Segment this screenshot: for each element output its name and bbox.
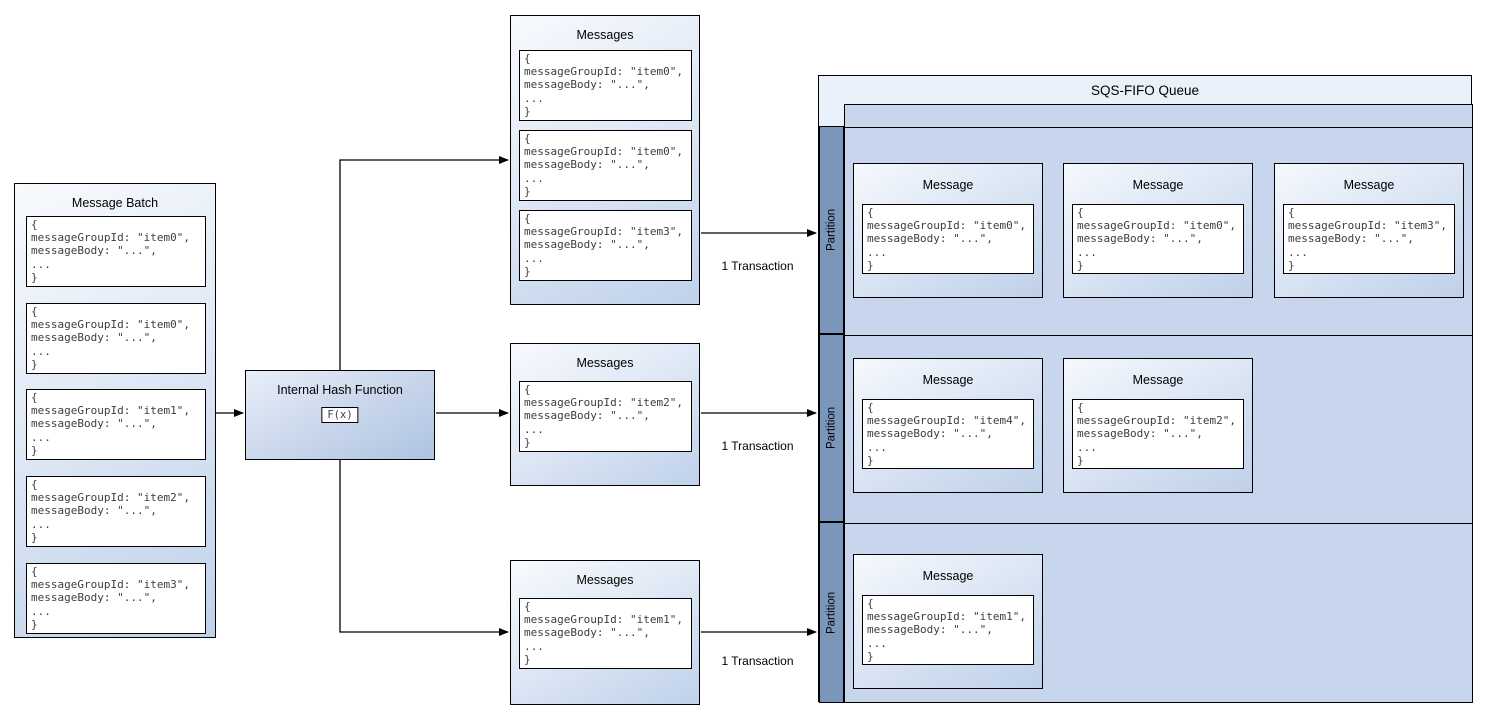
batch-message-code: { messageGroupId: "item2", messageBody: … xyxy=(26,476,206,547)
messages-panel-title: Messages xyxy=(576,28,634,42)
queue-message-card: Message { messageGroupId: "item3", messa… xyxy=(1274,163,1464,298)
message-card-title: Message xyxy=(1132,178,1184,192)
message-card-title: Message xyxy=(922,569,974,583)
hash-formula-label: F(x) xyxy=(321,407,359,423)
partition-row-2: Message { messageGroupId: "item4", messa… xyxy=(845,335,1472,523)
message-code: { messageGroupId: "item1", messageBody: … xyxy=(862,595,1034,665)
queue-message-card: Message { messageGroupId: "item0", messa… xyxy=(853,163,1043,298)
message-card-title: Message xyxy=(1343,178,1395,192)
messages-panel-3: Messages { messageGroupId: "item1", mess… xyxy=(510,560,700,705)
partition-row-3: Message { messageGroupId: "item1", messa… xyxy=(845,523,1472,704)
partition-label-1: Partition xyxy=(819,126,844,334)
messages-panel-title: Messages xyxy=(576,356,634,370)
messages-panel-2: Messages { messageGroupId: "item2", mess… xyxy=(510,343,700,486)
message-card-title: Message xyxy=(922,373,974,387)
arrow-hash-to-messages-3 xyxy=(339,460,509,636)
message-code: { messageGroupId: "item3", messageBody: … xyxy=(1283,204,1455,274)
queue-message-card: Message { messageGroupId: "item1", messa… xyxy=(853,554,1043,689)
arrow-hash-to-messages-1 xyxy=(339,156,509,371)
messages-code: { messageGroupId: "item3", messageBody: … xyxy=(519,210,692,281)
transaction-label-2: 1 Transaction xyxy=(721,439,794,453)
transaction-label-3: 1 Transaction xyxy=(721,654,794,668)
sqs-fifo-queue: SQS-FIFO Queue Partition Partition Parti… xyxy=(818,75,1473,703)
message-card-title: Message xyxy=(1132,373,1184,387)
batch-message-code: { messageGroupId: "item0", messageBody: … xyxy=(26,216,206,287)
messages-panel-title: Messages xyxy=(576,573,634,587)
messages-code: { messageGroupId: "item0", messageBody: … xyxy=(519,130,692,201)
message-code: { messageGroupId: "item0", messageBody: … xyxy=(1072,204,1244,274)
transaction-label-1: 1 Transaction xyxy=(721,259,794,273)
messages-panel-1: Messages { messageGroupId: "item0", mess… xyxy=(510,15,700,305)
queue-message-card: Message { messageGroupId: "item0", messa… xyxy=(1063,163,1253,298)
message-code: { messageGroupId: "item2", messageBody: … xyxy=(1072,399,1244,469)
hash-function-title: Internal Hash Function xyxy=(277,383,403,397)
partition-row-1: Message { messageGroupId: "item0", messa… xyxy=(845,127,1472,335)
message-batch-title: Message Batch xyxy=(71,196,159,210)
partition-label-2: Partition xyxy=(819,334,844,522)
partition-label-3: Partition xyxy=(819,522,844,703)
sqs-fifo-queue-title: SQS-FIFO Queue xyxy=(1090,83,1200,98)
queue-message-card: Message { messageGroupId: "item2", messa… xyxy=(1063,358,1253,493)
queue-message-card: Message { messageGroupId: "item4", messa… xyxy=(853,358,1043,493)
messages-code: { messageGroupId: "item1", messageBody: … xyxy=(519,598,692,669)
batch-message-code: { messageGroupId: "item0", messageBody: … xyxy=(26,303,206,374)
message-batch-panel: Message Batch { messageGroupId: "item0",… xyxy=(14,183,216,638)
messages-code: { messageGroupId: "item2", messageBody: … xyxy=(519,381,692,452)
message-code: { messageGroupId: "item4", messageBody: … xyxy=(862,399,1034,469)
batch-message-code: { messageGroupId: "item1", messageBody: … xyxy=(26,389,206,460)
message-card-title: Message xyxy=(922,178,974,192)
batch-message-code: { messageGroupId: "item3", messageBody: … xyxy=(26,563,206,634)
messages-code: { messageGroupId: "item0", messageBody: … xyxy=(519,50,692,121)
hash-function-box: Internal Hash Function F(x) xyxy=(245,370,435,460)
queue-inner-container: Message { messageGroupId: "item0", messa… xyxy=(844,104,1473,703)
message-code: { messageGroupId: "item0", messageBody: … xyxy=(862,204,1034,274)
